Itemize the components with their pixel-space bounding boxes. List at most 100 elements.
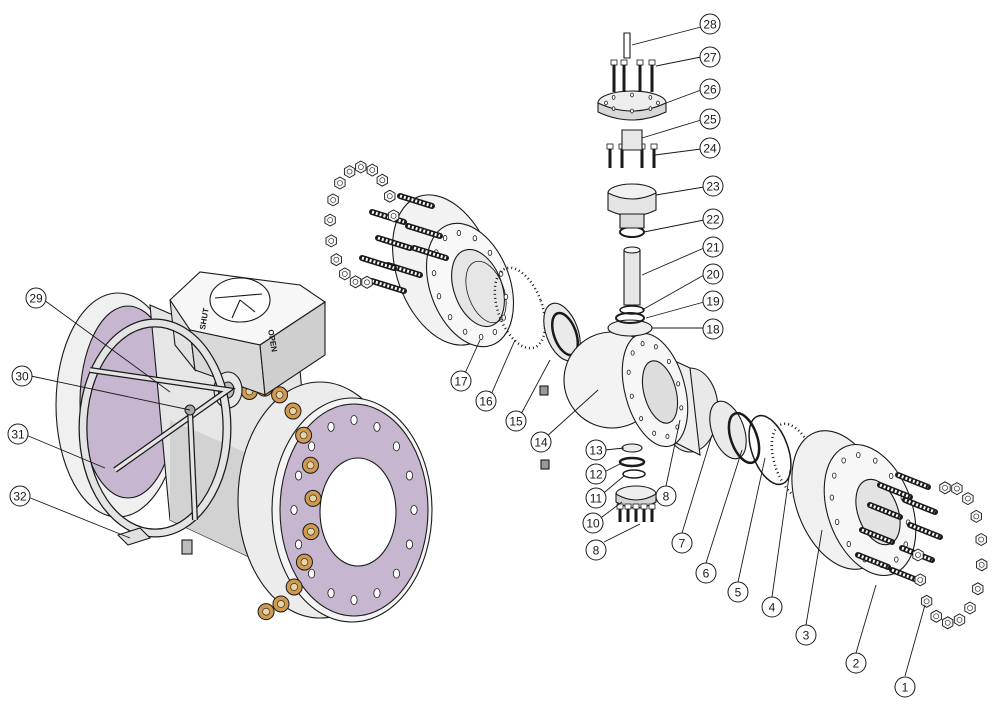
gearbox-right xyxy=(259,300,326,396)
bolt-head xyxy=(624,503,632,510)
callout-circle xyxy=(7,423,29,445)
bolt-hole xyxy=(611,106,616,112)
callout-number: 18 xyxy=(706,323,720,337)
bolt-hole xyxy=(846,541,852,548)
bolt-head xyxy=(648,59,656,66)
leader-7 xyxy=(681,434,713,534)
callout-number: 28 xyxy=(703,18,717,32)
callout-3: 3 xyxy=(795,624,817,646)
callout-1: 1 xyxy=(894,676,916,698)
assembled-valve: SHUT OPEN xyxy=(55,271,433,623)
bolt-hole xyxy=(611,94,616,100)
nut-hole xyxy=(978,536,984,543)
callout-11: 11 xyxy=(585,487,607,509)
bolt-hole xyxy=(492,328,498,335)
nut-hole xyxy=(944,620,951,626)
bolt-hole xyxy=(308,568,316,579)
callout-circle xyxy=(25,287,47,309)
callout-number: 26 xyxy=(703,83,717,97)
stud-thread xyxy=(861,528,893,544)
bolt-hole xyxy=(640,341,645,347)
bolt-hole xyxy=(436,293,442,300)
callout-number: 13 xyxy=(589,444,603,458)
bottom-ring-11 xyxy=(622,469,646,479)
stud-thread xyxy=(371,279,405,293)
nut-hole xyxy=(337,180,343,186)
callout-number: 17 xyxy=(454,375,468,389)
callout-circle xyxy=(699,137,721,159)
nut-hole xyxy=(942,485,948,491)
valve-bore xyxy=(319,457,397,567)
bolt-hole xyxy=(462,328,468,335)
bolt-hole xyxy=(373,588,381,599)
bolt-hole xyxy=(308,441,316,452)
callout-8: 8 xyxy=(655,485,677,507)
bolt-hole xyxy=(410,505,418,515)
leader-6 xyxy=(705,449,743,564)
leader-13 xyxy=(604,447,625,451)
callout-number: 15 xyxy=(509,415,523,429)
bolt-hole xyxy=(676,381,681,387)
callout-circle xyxy=(761,596,783,618)
bolt-hole xyxy=(327,421,335,432)
callout-5: 5 xyxy=(727,581,749,603)
handwheel-spoke-lower-fill xyxy=(188,409,197,521)
bolt-hole xyxy=(648,94,653,100)
bolt-head xyxy=(606,143,614,150)
front-flange-bolt-holes xyxy=(290,415,418,605)
stud-thread xyxy=(407,224,441,238)
callout-circle xyxy=(9,485,31,507)
bolt-hole xyxy=(350,415,358,425)
bolt-hole xyxy=(832,472,837,479)
callout-number: 22 xyxy=(706,213,720,227)
leader-10 xyxy=(597,501,623,521)
nut-hole xyxy=(967,605,973,611)
callout-8: 8 xyxy=(585,539,607,561)
stud-end xyxy=(277,600,285,608)
callout-32: 32 xyxy=(9,485,31,507)
bolt-hole xyxy=(629,393,634,399)
nut-hole xyxy=(954,485,960,492)
callout-circle xyxy=(795,624,817,646)
callout-circle xyxy=(702,318,724,340)
callout-circle xyxy=(845,652,867,674)
leader-8b xyxy=(603,523,641,543)
callout-circle xyxy=(475,390,497,412)
bolt-hole xyxy=(487,249,493,256)
leader-14 xyxy=(544,389,599,439)
nut-hole xyxy=(369,167,376,173)
nut-hole xyxy=(346,168,353,175)
bolt-head xyxy=(648,503,656,510)
bolt-hole xyxy=(447,314,453,321)
callout-circle xyxy=(699,46,721,68)
bolt-hole xyxy=(604,100,608,106)
leader-2 xyxy=(855,584,877,654)
callout-26: 26 xyxy=(699,78,721,100)
seat-spring-lower xyxy=(540,459,550,470)
nut-hole xyxy=(386,193,393,200)
bolt-hole xyxy=(442,235,448,242)
callout-31: 31 xyxy=(7,423,29,445)
bolt-hole xyxy=(873,457,878,464)
leader-15 xyxy=(519,359,551,417)
nut-hole xyxy=(933,613,939,620)
stud-thread xyxy=(909,523,941,539)
callout-10: 10 xyxy=(582,512,604,534)
stud-thread xyxy=(869,503,901,519)
callout-24: 24 xyxy=(699,137,721,159)
callout-circle xyxy=(530,431,552,453)
bolt-hole xyxy=(405,539,413,550)
nut-hole xyxy=(917,577,924,583)
bolt-hole xyxy=(327,588,335,599)
bolt-head xyxy=(620,59,628,66)
callout-13: 13 xyxy=(585,439,607,461)
nut-hole xyxy=(330,197,336,203)
left-adapter-seat-ring xyxy=(465,260,507,324)
bolt-hole xyxy=(841,457,846,464)
bonnet-23-neck xyxy=(619,213,645,229)
callout-circle xyxy=(671,532,693,554)
bolt-hole xyxy=(295,470,303,481)
callout-29: 29 xyxy=(25,287,47,309)
bottom-bolts-8 xyxy=(616,503,656,522)
